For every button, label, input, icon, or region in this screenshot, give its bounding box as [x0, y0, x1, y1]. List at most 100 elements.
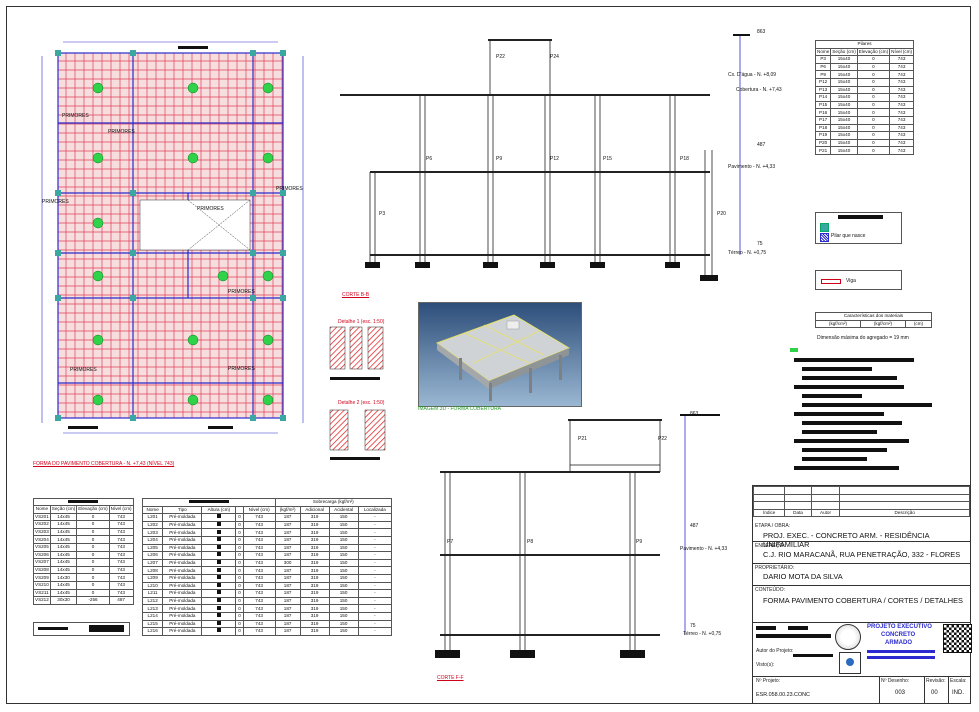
lajes-row-cell: 150	[328, 596, 359, 606]
bb-pillar-p9: P9	[496, 156, 503, 162]
pilares-row-cell: P21	[814, 146, 832, 155]
3d-view-caption: IMAGEM 3D - FORMA COBERTURA	[418, 406, 501, 412]
bb-pillar-p15: P15	[603, 156, 612, 162]
vigas-row-cell: 743	[108, 588, 134, 598]
lajes-row-cell: 743	[242, 604, 276, 613]
pilares-row-cell: P18	[814, 123, 832, 133]
vigas-row-cell: VS212	[33, 596, 51, 605]
lajes-row-cell: Pré-moldada	[162, 551, 203, 560]
lajes-row-cell: 319	[299, 596, 330, 606]
pilares-row-cell: 0	[856, 123, 891, 133]
pilares-row-cell: 743	[889, 62, 915, 72]
pilares-row-cell: 743	[889, 108, 915, 117]
pilares-row-cell: 15x40	[830, 131, 858, 140]
pilares-h-nivel: Nível (cm)	[889, 47, 915, 57]
lajes-row-cell: 319	[299, 627, 330, 636]
vigas-row-cell: 30x30	[49, 596, 78, 605]
vigas-row-cell: VS208	[33, 565, 51, 575]
lajes-row-cell: L213	[141, 604, 164, 613]
lajes-row-cell: Pré-moldada	[162, 520, 203, 530]
section-bb-caption: CORTE B-B	[342, 292, 370, 298]
floor-plan[interactable]	[28, 28, 318, 473]
title-block: Índice Data Autor Descrição ETAPA / OBRA…	[752, 485, 972, 704]
pilares-row-cell: 743	[889, 93, 915, 102]
lajes-row-cell: -	[357, 573, 393, 583]
bb-level-pavimento: Pavimento - N. +4,33	[728, 164, 776, 170]
vigas-row-cell: 14x45	[49, 542, 78, 552]
lajes-row-cell: Pré-moldada	[162, 528, 203, 537]
section-ff-drawing[interactable]	[430, 410, 750, 680]
materials-col-3: (cm)	[904, 319, 933, 329]
vigas-row-cell: 0	[76, 527, 110, 537]
vigas-row-cell: VS202	[33, 520, 51, 529]
lajes-row-cell: L204	[141, 535, 164, 545]
lajes-row-cell: 319	[299, 611, 330, 621]
vigas-row-cell: VS206	[33, 550, 51, 560]
lajes-header-cell: Nome	[141, 505, 164, 515]
pilares-row-cell: 15x40	[830, 55, 858, 64]
lajes-row-cell: L210	[141, 581, 164, 591]
pilares-row-cell: 15x40	[830, 62, 858, 72]
n-projeto-label: Nº Projeto:	[756, 678, 781, 684]
lajes-row-cell: L203	[141, 528, 164, 537]
vigas-row-cell: 14x45	[49, 512, 78, 522]
lajes-row-cell: 743	[242, 551, 276, 560]
lajes-row-cell: L201	[141, 513, 164, 522]
pilares-row-cell: 0	[856, 138, 891, 148]
section-bb-drawing[interactable]	[340, 30, 750, 295]
pilares-row-cell: 15x40	[830, 123, 858, 133]
pilares-row-cell: P12	[814, 77, 832, 87]
vigas-row-cell: VS204	[33, 535, 51, 544]
lajes-row-cell	[201, 528, 237, 537]
3d-view-image[interactable]	[418, 302, 582, 407]
lajes-row-cell: 743	[242, 589, 276, 598]
bb-level-mark-863: 863	[757, 29, 766, 35]
vigas-row-cell: 14x45	[49, 520, 78, 529]
lajes-row-cell: 743	[242, 513, 276, 522]
pilares-row-cell: P14	[814, 93, 832, 102]
lajes-row-cell: -	[357, 543, 393, 553]
lajes-header-cell: Nível (cm)	[242, 505, 276, 515]
pilares-row-cell: 743	[889, 77, 915, 87]
ff-level-mark-75: 75	[690, 623, 696, 629]
lajes-row-cell: Pré-moldada	[162, 573, 203, 583]
lajes-row-cell: -	[357, 611, 393, 621]
lajes-row-cell: 300	[274, 558, 301, 568]
lajes-row-cell: 150	[328, 535, 359, 545]
pilares-row-cell: 743	[889, 70, 915, 79]
lajes-row-cell: 319	[299, 581, 330, 591]
qr-code-icon[interactable]	[943, 624, 972, 653]
lajes-row-cell: 187	[274, 573, 301, 583]
signature-area	[756, 626, 831, 644]
lajes-row-cell: L205	[141, 543, 164, 553]
pilares-row-cell: 15x40	[830, 138, 858, 148]
pilares-row-cell: 743	[889, 138, 915, 148]
lajes-row-cell	[201, 513, 237, 522]
bb-level-mark-487: 487	[757, 142, 766, 148]
lajes-row-cell: -	[357, 619, 393, 629]
vigas-row-cell: 14x45	[49, 588, 78, 598]
pilares-row-cell: 15x40	[830, 93, 858, 102]
pilares-h-secao: Seção (cm)	[830, 47, 858, 57]
lajes-row-cell: 187	[274, 520, 301, 530]
lajes-row-cell: 150	[328, 513, 359, 522]
plan-label-primores-4: PRIMORES	[197, 206, 224, 212]
lajes-row-cell	[201, 543, 237, 553]
legend-viga: Viga	[846, 278, 856, 284]
ff-upper-pillar-2: P22	[658, 436, 667, 442]
lajes-row-cell: 0	[235, 558, 244, 568]
lajes-row-cell: 319	[299, 513, 330, 522]
plan-label-primores-3: PRIMORES	[42, 199, 69, 205]
lajes-row-cell	[201, 604, 237, 613]
lajes-row-cell: Pré-moldada	[162, 627, 203, 636]
pilares-row-cell: 0	[856, 100, 891, 110]
plan-label-primores-1: PRIMORES	[62, 113, 89, 119]
lajes-row-cell: 187	[274, 619, 301, 629]
rev-h-descricao: Descrição	[839, 508, 970, 518]
